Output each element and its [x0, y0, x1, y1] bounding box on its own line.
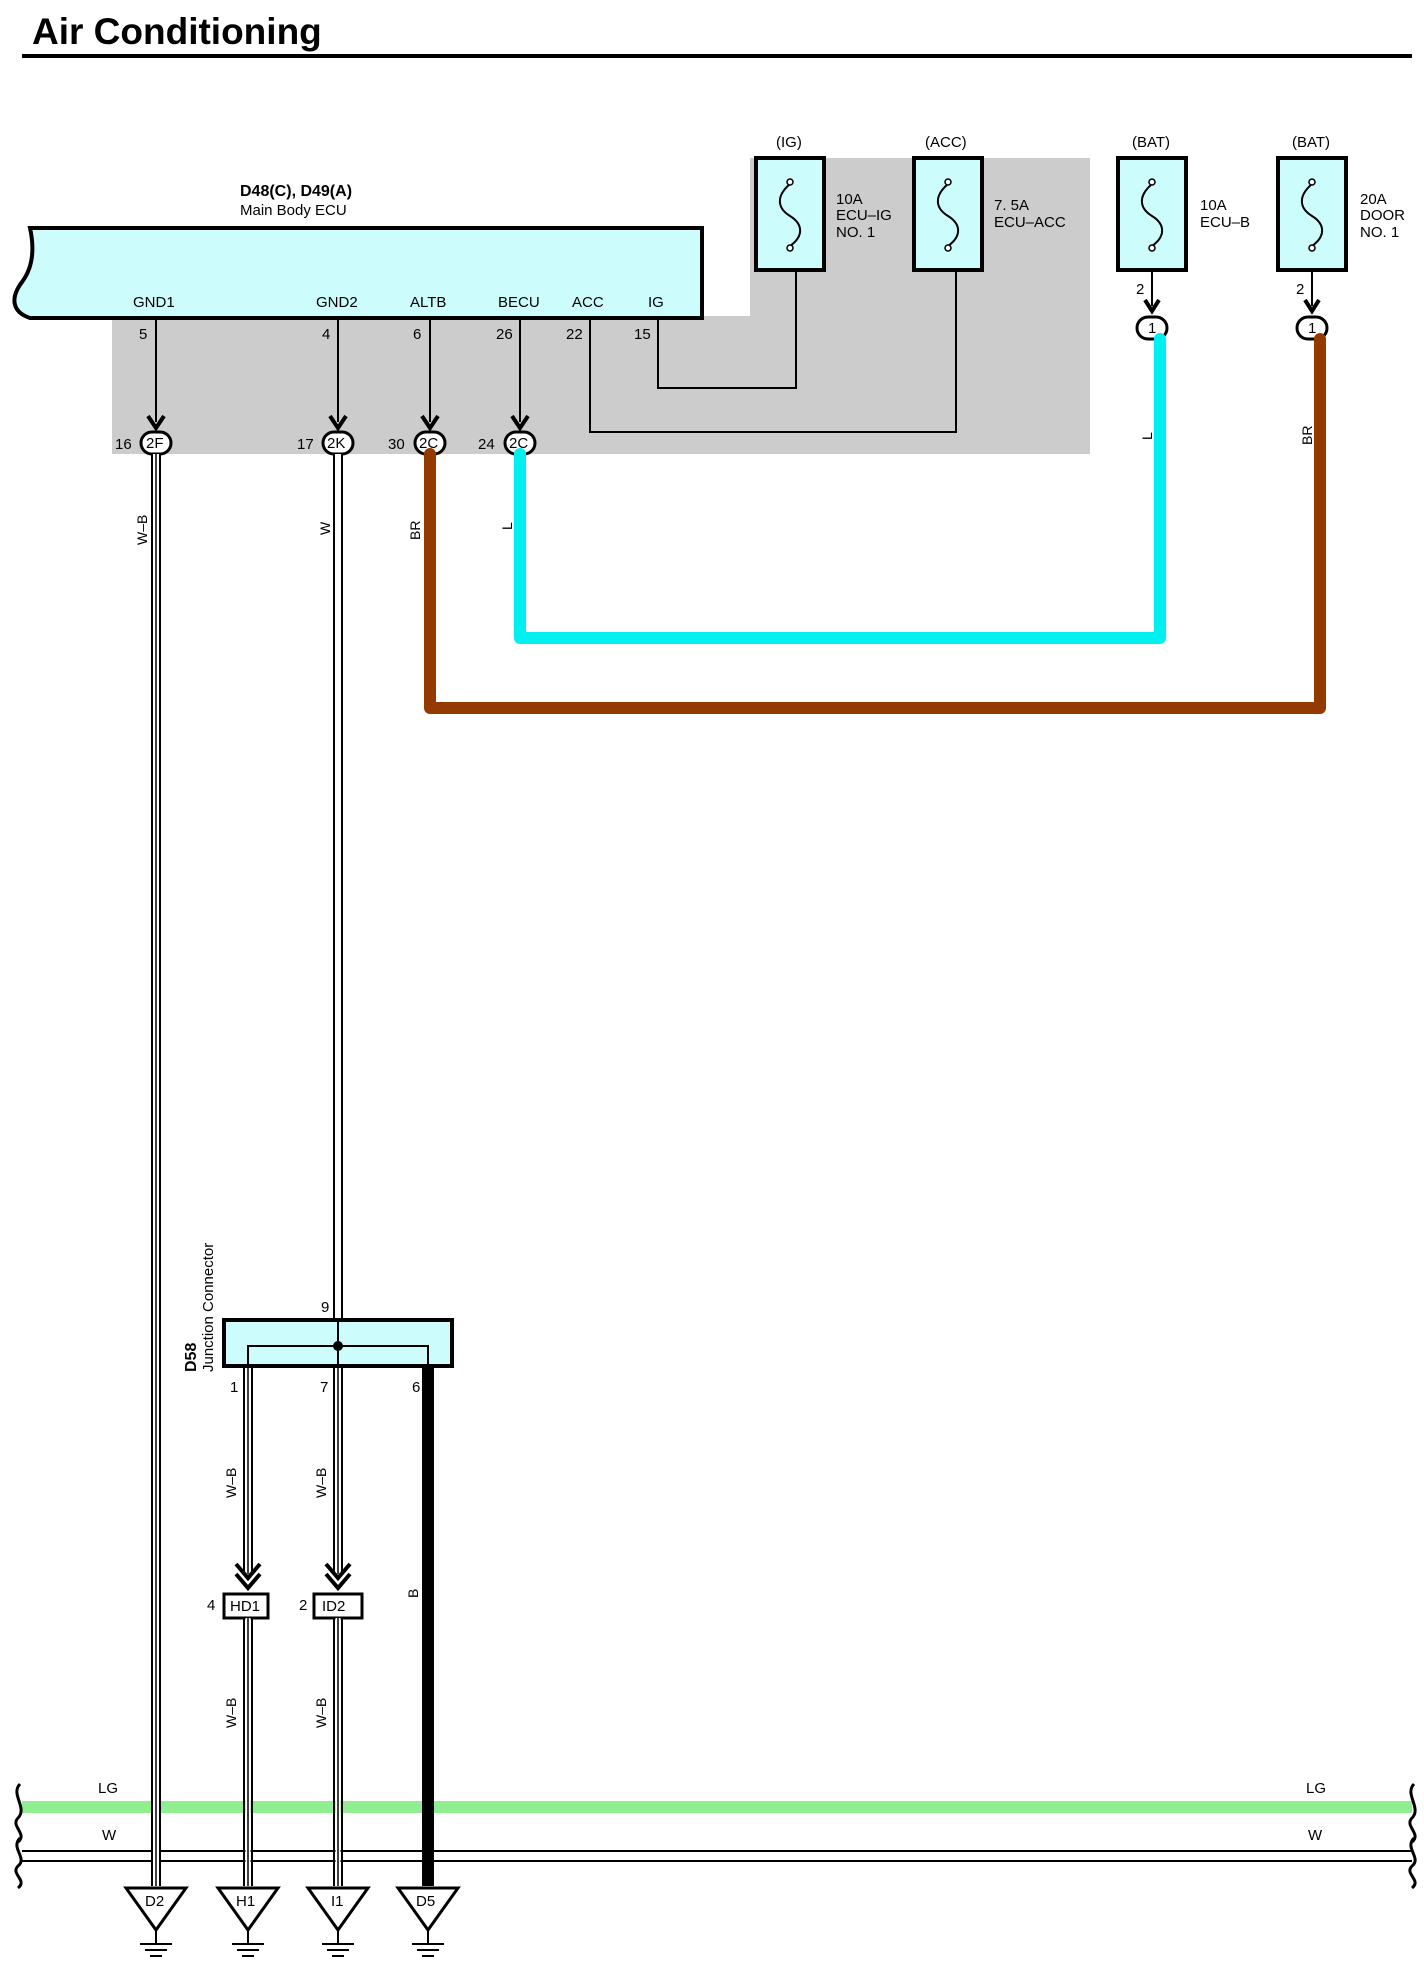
pin-gnd2: 4	[322, 326, 330, 343]
wire-label-gnd1: W–B	[134, 515, 150, 545]
connector-code-ecu-b: 1	[1148, 320, 1156, 337]
terminal-gnd1: GND1	[133, 294, 175, 311]
colored-wires	[424, 333, 1326, 714]
pin-becu: 26	[496, 326, 513, 343]
ground-label-h1: H1	[236, 1893, 255, 1910]
ground-h1: H1	[215, 1886, 281, 1957]
wire-label-altb: BR	[407, 521, 423, 540]
lower-pin-id2: 2	[299, 1597, 307, 1614]
bus-lines: LG LG W W	[14, 1780, 1417, 1890]
fuse-name2-door: NO. 1	[1360, 224, 1399, 241]
junction-output-wires: W–B W–B B	[223, 1368, 434, 1886]
fuse-supply-ig: (IG)	[776, 134, 802, 151]
ground-label-i1: I1	[331, 1893, 344, 1910]
bus-label-lg-right: LG	[1306, 1780, 1326, 1797]
fuse-name-ecu-b: ECU–B	[1200, 214, 1250, 231]
ground-label-d5: D5	[416, 1893, 435, 1910]
wire-label-pin1: W–B	[223, 1468, 239, 1498]
fuse-name-ecu-ig: ECU–IG	[836, 207, 892, 224]
fuse-pin-ecu-b: 2	[1136, 281, 1144, 298]
junction-out-pin-7: 7	[320, 1379, 328, 1396]
fuse-pin-door: 2	[1296, 281, 1304, 298]
fuse-supply-bat-2: (BAT)	[1292, 134, 1330, 151]
ground-points: D2 H1 I1 D5	[123, 1886, 461, 1957]
bus-label-w-left: W	[102, 1827, 117, 1844]
pin-ig: 15	[634, 326, 651, 343]
connector-hd1	[222, 1592, 270, 1620]
junction-out-pin-1: 1	[230, 1379, 238, 1396]
fuse-icon	[1140, 183, 1164, 247]
inline-code-2c-b: 2C	[509, 435, 528, 452]
connector-code-id2: ID2	[322, 1598, 345, 1615]
ground-d2: D2	[123, 1886, 189, 1957]
terminal-acc: ACC	[572, 294, 604, 311]
junction-code: D58	[183, 1343, 200, 1372]
ecu-internal-wires	[155, 270, 957, 433]
inline-code-2c-a: 2C	[419, 435, 438, 452]
junction-out-pin-6: 6	[412, 1379, 420, 1396]
pin-altb: 6	[413, 326, 421, 343]
inline-pin-17: 17	[297, 436, 314, 453]
lower-wire-label-2: W–B	[313, 1698, 329, 1728]
terminal-ig: IG	[648, 294, 664, 311]
fuse-icon	[778, 183, 802, 247]
lower-wire-label-1: W–B	[223, 1698, 239, 1728]
fuse-ecu-b: (BAT) 10A ECU–B 2 1	[1116, 134, 1250, 341]
fuse-name-ecu-acc: ECU–ACC	[994, 214, 1066, 231]
junction-name: Junction Connector	[200, 1243, 217, 1372]
inline-pin-24: 24	[478, 436, 495, 453]
terminal-gnd2: GND2	[316, 294, 358, 311]
inline-pin-16: 16	[115, 436, 132, 453]
wire-label-pin6: B	[405, 1589, 421, 1598]
inline-pin-30: 30	[388, 436, 405, 453]
wire-br	[424, 333, 1326, 714]
ecu-code: D48(C), D49(A)	[240, 183, 352, 200]
pin-acc: 22	[566, 326, 583, 343]
fuse-ecu-ig: (IG) 10A ECU–IG NO. 1	[754, 134, 892, 272]
terminal-becu: BECU	[498, 294, 540, 311]
connector-arrows	[146, 414, 530, 432]
fuse-rating-ecu-b: 10A	[1200, 197, 1227, 214]
wire-label-gnd2: W	[317, 521, 333, 535]
ground-d5: D5	[395, 1886, 461, 1957]
inline-connector-row: 16 2F 17 2K 30 2C 24 2C	[115, 430, 537, 456]
bus-label-w-right: W	[1308, 1827, 1323, 1844]
ground-label-d2: D2	[145, 1893, 164, 1910]
ground-wires	[151, 454, 343, 1886]
main-body-ecu: D48(C), D49(A) Main Body ECU GND1 GND2 A…	[12, 183, 704, 320]
junction-in-pin: 9	[321, 1299, 329, 1316]
fuse-rating-ecu-ig: 10A	[836, 191, 863, 208]
fuse-ecu-acc: (ACC) 7. 5A ECU–ACC	[912, 134, 1066, 272]
connector-code-hd1: HD1	[230, 1598, 260, 1615]
wire-label-becu: L	[499, 522, 515, 530]
wire-labels: W–B W BR L L BR	[134, 426, 1315, 545]
connector-code-door: 1	[1308, 320, 1316, 337]
terminal-altb: ALTB	[410, 294, 446, 311]
wire-label-ecu-b: L	[1139, 432, 1155, 440]
pin-gnd1: 5	[139, 326, 147, 343]
inline-code-2k: 2K	[327, 435, 345, 452]
ground-i1: I1	[305, 1886, 371, 1957]
lower-connectors: 4 HD1 2 ID2 W–B W–B	[207, 1592, 364, 1886]
fuse-supply-bat-1: (BAT)	[1132, 134, 1170, 151]
wire-label-door: BR	[1299, 426, 1315, 445]
bus-label-lg-left: LG	[98, 1780, 118, 1797]
fuse-name2-ecu-ig: NO. 1	[836, 224, 875, 241]
inline-code-2f: 2F	[146, 435, 164, 452]
page-title: Air Conditioning	[32, 11, 322, 52]
fuse-door-no1: (BAT) 20A DOOR NO. 1 2 1	[1276, 134, 1405, 341]
wire-l	[514, 333, 1166, 644]
fuse-rating-door: 20A	[1360, 191, 1387, 208]
fuse-rating-ecu-acc: 7. 5A	[994, 197, 1029, 214]
fuse-name-door: DOOR	[1360, 207, 1405, 224]
wire-label-pin7: W–B	[313, 1468, 329, 1498]
junction-connector-d58: D58 Junction Connector 9 1 7 6	[183, 1243, 454, 1396]
fuse-icon	[936, 183, 960, 247]
ecu-name: Main Body ECU	[240, 202, 347, 219]
lower-pin-hd1: 4	[207, 1597, 215, 1614]
fuse-icon	[1300, 183, 1324, 247]
ecu-pin-numbers: 5 4 6 26 22 15	[139, 326, 651, 343]
fuse-supply-acc: (ACC)	[925, 134, 967, 151]
